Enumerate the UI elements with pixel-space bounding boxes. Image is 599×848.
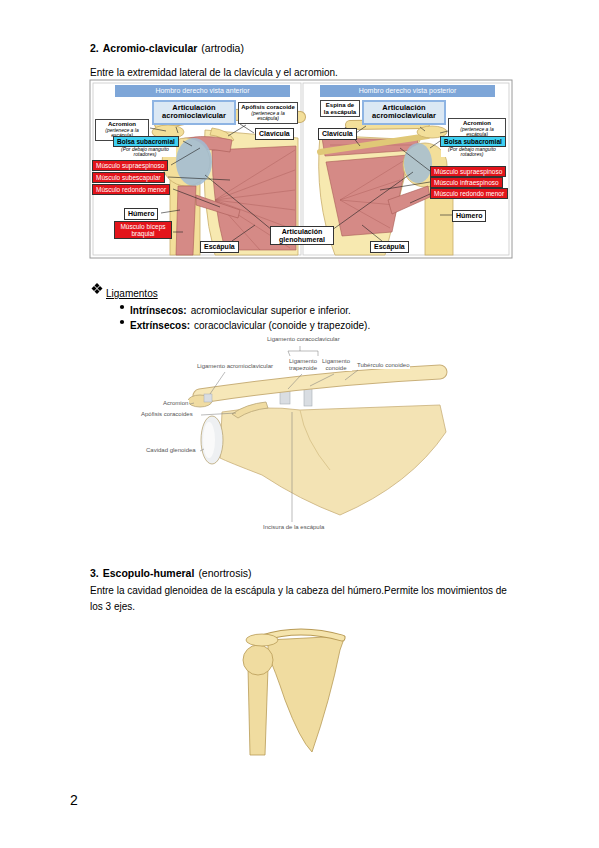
anatomy-label: Incisura de la escápula [262, 524, 325, 531]
muscle-box: Músculo supraespinoso [430, 166, 506, 177]
anatomy-label: Ligamento trapezoide [286, 358, 320, 371]
box-text: Articulación acromioclavicular [367, 104, 441, 121]
view-header: Hombro derecho vista anterior [115, 85, 290, 97]
anatomy-label: Ligamento acromioclavicular [196, 363, 274, 370]
anatomy-label: Acromion [162, 400, 189, 407]
box-text: Músculo subescapular [96, 174, 161, 181]
list-text: coracoclavicular (conoide y trapezoide). [194, 320, 370, 331]
box-text: Músculo redondo menor [434, 190, 504, 197]
box-text: Húmero [456, 212, 482, 220]
bone-label-box: Clavícula [318, 128, 357, 140]
bone-label-box: Espina de la escápula [320, 100, 360, 117]
box-text: Clavícula [259, 130, 290, 138]
anatomy-label: Ligamento conoide [320, 358, 352, 371]
leader-lines [150, 124, 452, 241]
anatomy-label: Apófisis coracoides [140, 411, 194, 418]
muscle-box: Músculo bíceps braquial [114, 221, 172, 239]
box-text: Hombro derecho vista anterior [118, 87, 287, 95]
list-term: Intrínsecos: [130, 305, 187, 316]
box-text: Bolsa subacromial [117, 138, 175, 145]
bone-label-box: Húmero [124, 208, 158, 220]
joint-box: Articulación acromioclavicular [362, 100, 446, 125]
paragraph: Entre la extremidad lateral de la clavíc… [90, 67, 338, 78]
muscle-box: Músculo redondo menor [92, 184, 170, 195]
muscle-box: Músculo subescapular [92, 172, 165, 183]
box-text: Escápula [204, 243, 235, 251]
bone-label-box: Apófisis coracoide(pertenece a la escápu… [238, 102, 298, 124]
box-text: Músculo infraespinoso [434, 179, 499, 186]
figure-frame [90, 80, 512, 258]
section-number: 3. [90, 567, 99, 579]
bone-label-box: Clavícula [255, 128, 294, 140]
bone-label-box: Escápula [200, 241, 239, 253]
paragraph: Entre la cavidad glenoidea de la escápul… [90, 583, 515, 615]
bursa-box: Bolsa subacromial(Por debajo manguito ro… [440, 136, 506, 147]
bone-label-box: Húmero [452, 210, 486, 222]
anatomy-label: Cavidad glenoidea [145, 447, 197, 454]
box-text: Articulación acromioclavicular [157, 104, 231, 121]
text-line: Entre la extremidad lateral de la clavíc… [90, 62, 342, 80]
box-text: Hombro derecho vista posterior [323, 87, 492, 95]
scapula-humerus-illustration [243, 632, 345, 755]
muscle-box: Músculo supraespinoso [92, 160, 168, 171]
text-line: Ligamentos [106, 283, 162, 301]
leader-lines [190, 346, 358, 522]
joint-label-box: Articulación glenohumeral [270, 226, 334, 245]
box-text: Acromion [451, 120, 503, 127]
box-text: Músculo supraespinoso [96, 162, 164, 169]
ligament-illustration [188, 372, 446, 515]
page-number: 2 [70, 792, 78, 808]
section-title: Escopulo-humeral [103, 567, 195, 579]
bone-label-box: Escápula [370, 241, 409, 253]
box-text: Escápula [374, 243, 405, 251]
text-line: 2. Acromio-clavicular(artrodia) [90, 38, 248, 56]
bursa-box: Bolsa subacromial(Por debajo manguito ro… [113, 136, 179, 147]
list-text: acromioclavicular superior e inferior. [191, 305, 351, 316]
box-text: Apófisis coracoide [241, 104, 295, 111]
section-number: 2. [90, 42, 99, 54]
text-line: Intrínsecos: acromioclavicular superior e… [130, 300, 355, 318]
list-term: Extrínsecos: [130, 320, 190, 331]
box-text: Bolsa subacromial [444, 138, 502, 145]
section-type: (enortrosis) [198, 567, 251, 579]
anatomy-label: Tubérculo conoideo [356, 362, 410, 369]
text-line: 3. Escopulo-humeral(enortrosis) [90, 563, 255, 581]
muscle-box: Músculo infraespinoso [430, 177, 503, 188]
anatomy-label: Ligamento coracoclavicular [266, 336, 341, 343]
box-text: Articulación glenohumeral [274, 228, 330, 243]
box-text: Acromion [98, 121, 146, 128]
box-text: Espina de la escápula [323, 102, 357, 115]
box-subtext: (pertenece a la escápula) [241, 111, 295, 122]
box-text: Músculo bíceps braquial [118, 223, 168, 237]
box-subtext: (Por debajo manguito rotadores) [441, 147, 503, 157]
box-subtext: (Por debajo manguito rotadores) [114, 147, 176, 157]
box-text: Músculo redondo menor [96, 186, 166, 193]
box-text: Húmero [128, 210, 154, 218]
section-title: Acromio-clavicular [103, 42, 198, 54]
section-type: (artrodia) [201, 42, 244, 54]
text-line: Extrínsecos: coracoclavicular (conoide y … [130, 315, 374, 333]
list-heading: Ligamentos [106, 288, 158, 299]
view-header: Hombro derecho vista posterior [320, 85, 495, 97]
joint-box: Articulación acromioclavicular [152, 100, 236, 125]
box-text: Clavícula [322, 130, 353, 138]
muscle-box: Músculo redondo menor [430, 188, 508, 199]
box-text: Músculo supraespinoso [434, 168, 502, 175]
